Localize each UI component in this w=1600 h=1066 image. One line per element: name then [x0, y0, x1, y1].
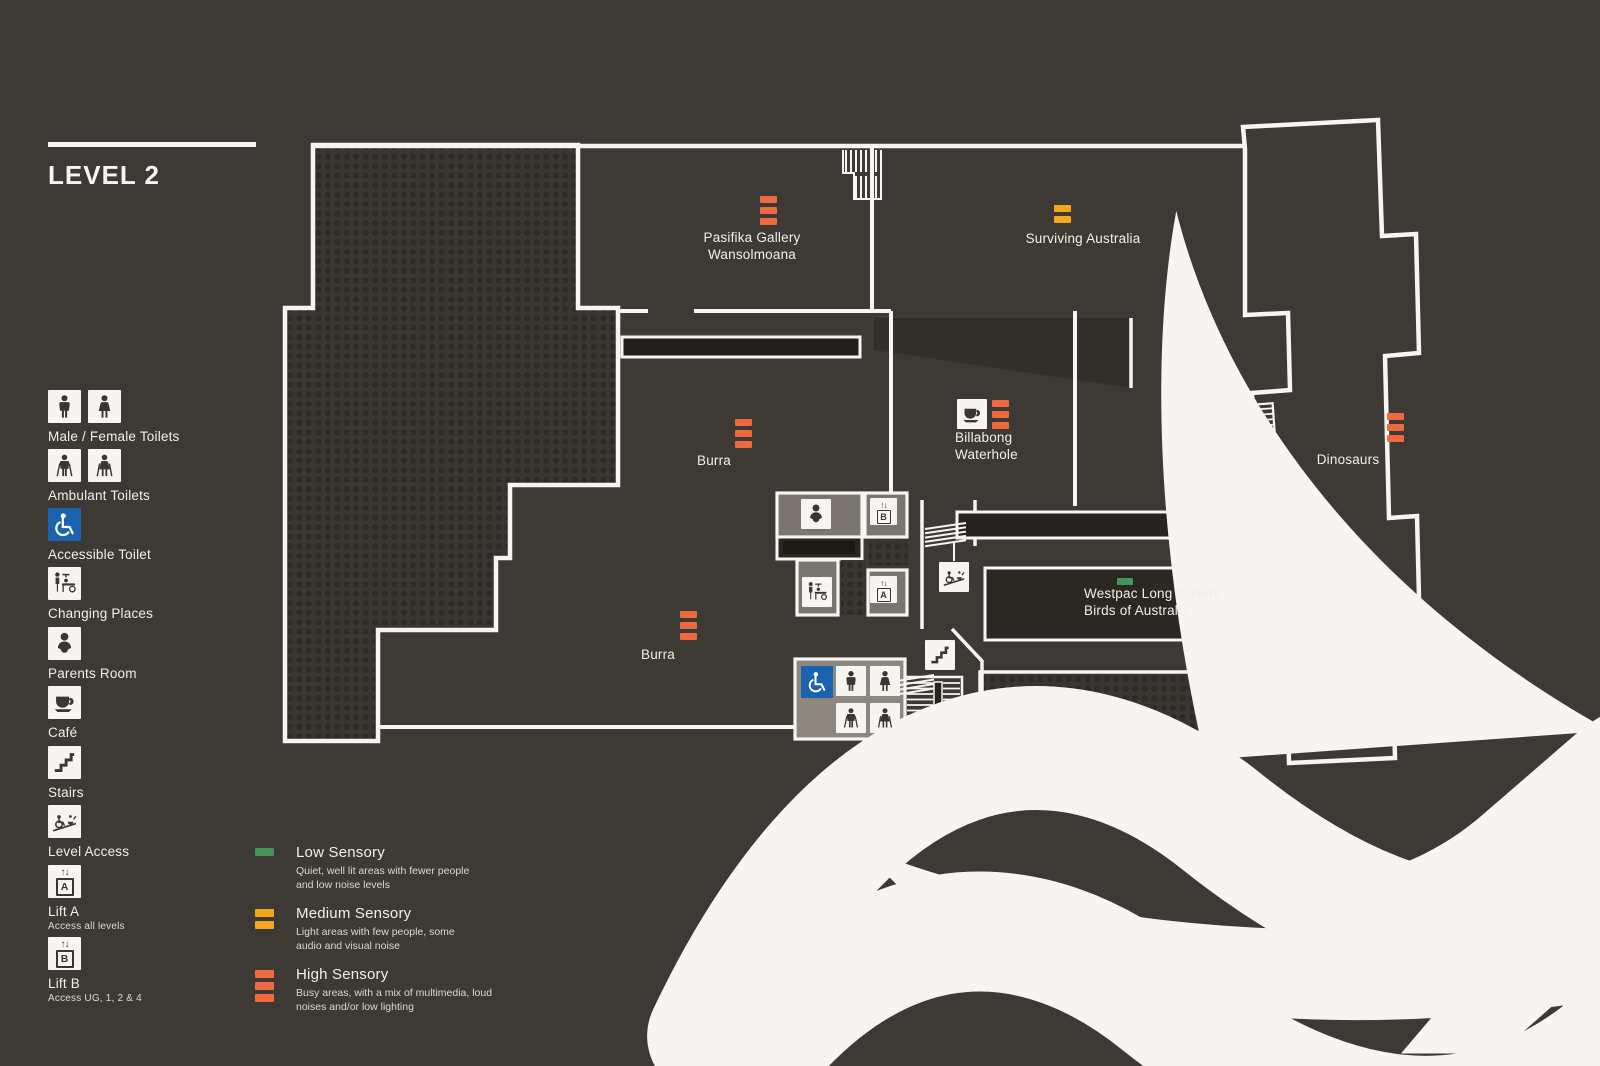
legend-label: Lift B: [48, 976, 80, 991]
cafe-icon: [48, 686, 81, 719]
lift-arrows-icon: ↑↓: [880, 577, 887, 588]
high-sensory-bars: [255, 970, 274, 1006]
pasifika-sensory-bars: [760, 196, 777, 229]
exhibit-wall-bar: [620, 335, 862, 359]
map-lift-a-icon: ↑↓ A: [870, 576, 897, 603]
map-changing-places-icon: [802, 577, 832, 607]
map-accessible-toilet-icon: [801, 666, 833, 698]
burra-upper-label: Burra: [696, 453, 732, 468]
lift-letter: A: [55, 878, 74, 896]
dinosaurs-sensory-bars: [1387, 413, 1404, 446]
legend-label: Changing Places: [48, 606, 154, 621]
lift-b-icon: ↑↓ B: [48, 937, 81, 970]
map-ambulant-male-icon: [836, 703, 866, 733]
stairs-icon: [48, 746, 81, 779]
mezzanine-shadow: [874, 318, 1131, 388]
sensory-desc: Light areas with few people, some audio …: [296, 926, 455, 953]
dotted-hall-west: [282, 142, 621, 744]
lift-arrows-icon: ↑↓: [60, 939, 70, 950]
legend-sublabel: Access UG, 1, 2 & 4: [48, 993, 142, 1004]
map-parents-room-icon: [801, 499, 831, 529]
legend-label: Lift A: [48, 904, 80, 919]
burra-lower-sensory-bars: [680, 611, 697, 644]
legend-item-ambulant-toilets: Ambulant Toilets: [48, 449, 150, 503]
parents-room-icon: [48, 627, 81, 660]
walls: [311, 143, 1283, 743]
westpac-line1: Westpac Long Gallery: [1084, 586, 1221, 601]
map-billabong-cafe-icon: [957, 399, 987, 429]
billabong-line2: Waterhole: [955, 446, 1018, 462]
stairs-top: [842, 150, 882, 200]
pasifika-gallery-label: Pasifika Gallery Wansolmoana: [704, 230, 801, 263]
legend-item-lift-b: ↑↓ B Lift B Access UG, 1, 2 & 4: [48, 937, 142, 1004]
accessible-toilet-icon: [48, 508, 81, 541]
changing-places-icon: [48, 567, 81, 600]
header-rule: [48, 142, 256, 147]
medium-sensory-bars: [255, 909, 274, 933]
legend-item-lift-a: ↑↓ A Lift A Access all levels: [48, 865, 125, 932]
dinosaurs-label: Dinosaurs: [1316, 452, 1380, 467]
legend-label: Male / Female Toilets: [48, 429, 180, 444]
burra-upper-sensory-bars: [735, 419, 752, 452]
corridor-dark-inner: [783, 541, 855, 554]
sensory-desc: Quiet, well lit areas with fewer people …: [296, 865, 470, 892]
legend-label: Accessible Toilet: [48, 547, 151, 562]
low-sensory-bars: [255, 848, 274, 860]
level-access-icon: [48, 805, 81, 838]
ambulant-male-icon: [48, 449, 81, 482]
surviving-australia-label: Surviving Australia: [1025, 231, 1141, 246]
sensory-legend-high: High Sensory Busy areas, with a mix of m…: [255, 966, 510, 1014]
lift-letter: B: [55, 950, 74, 968]
legend-item-parents-room: Parents Room: [48, 627, 137, 681]
billabong-waterhole-label: Billabong Waterhole: [955, 430, 1018, 463]
map-stairs-icon: [925, 640, 955, 670]
ambulant-female-icon: [88, 449, 121, 482]
legend-label: Parents Room: [48, 666, 137, 681]
ramp-hatch-lower: [896, 674, 935, 696]
legend-label: Café: [48, 725, 78, 740]
legend-item-stairs: Stairs: [48, 746, 84, 800]
lift-a-icon: ↑↓ A: [48, 865, 81, 898]
billabong-sensory-bars: [992, 400, 1009, 433]
pasifika-line1: Pasifika Gallery: [703, 230, 801, 245]
legend-item-cafe: Café: [48, 686, 81, 740]
legend-label: Ambulant Toilets: [48, 488, 151, 503]
dotted-patch-1: [869, 539, 908, 565]
legend-item-changing-places: Changing Places: [48, 567, 153, 621]
legend-sublabel: Access all levels: [48, 921, 125, 932]
legend-item-male-female-toilets: Male / Female Toilets: [48, 390, 180, 444]
legend-label: Stairs: [48, 785, 84, 800]
westpac-gallery-label: Westpac Long Gallery Birds of Australia: [1084, 586, 1221, 619]
lift-letter: B: [876, 509, 891, 524]
ramp-hatch-upper: [924, 522, 967, 548]
legend-item-accessible-toilet: Accessible Toilet: [48, 508, 151, 562]
legend-item-level-access: Level Access: [48, 805, 129, 859]
billabong-line1: Billabong: [955, 430, 1013, 445]
sensory-title: Low Sensory: [296, 844, 385, 861]
map-female-toilet-icon: [870, 666, 900, 696]
sensory-title: High Sensory: [296, 966, 389, 983]
sensory-legend-medium: Medium Sensory Light areas with few peop…: [255, 905, 482, 953]
map-level-access-icon: [939, 562, 969, 592]
pasifika-line2: Wansolmoana: [707, 246, 796, 262]
surviving-sensory-bars: [1054, 205, 1071, 227]
map-male-toilet-icon: [836, 666, 866, 696]
sensory-legend-low: Low Sensory Quiet, well lit areas with f…: [255, 844, 482, 892]
map-ambulant-female-icon: [870, 703, 900, 733]
sensory-desc: Busy areas, with a mix of multimedia, lo…: [296, 987, 493, 1014]
westpac-line2: Birds of Australia: [1084, 602, 1189, 618]
dotted-patch-2: [841, 560, 866, 615]
lift-letter: A: [876, 587, 891, 602]
lift-arrows-icon: ↑↓: [60, 867, 70, 878]
map-lift-b-icon: ↑↓ B: [870, 498, 897, 525]
westpac-sensory-bars: [1117, 578, 1133, 589]
legend-label: Level Access: [48, 844, 130, 859]
sensory-title: Medium Sensory: [296, 905, 412, 922]
page-title: LEVEL 2: [48, 160, 161, 190]
male-toilet-icon: [48, 390, 81, 423]
female-toilet-icon: [88, 390, 121, 423]
burra-lower-label: Burra: [640, 647, 676, 662]
lift-arrows-icon: ↑↓: [880, 499, 887, 510]
staircase-south: [903, 675, 964, 739]
